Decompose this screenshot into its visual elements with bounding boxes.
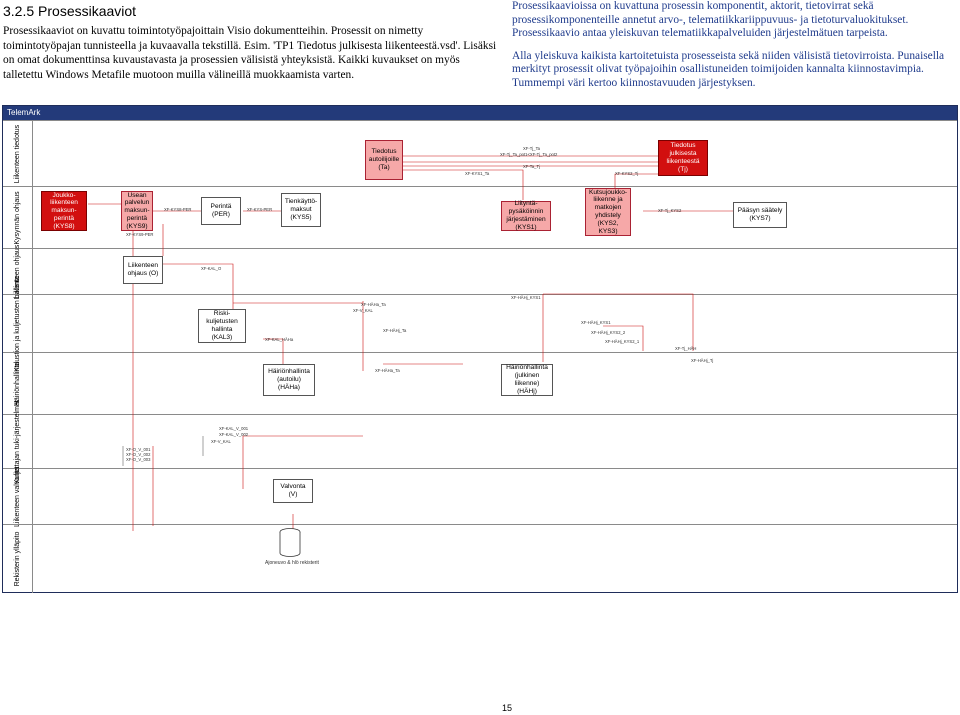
flow-label: XF-O_V_003 xyxy=(126,457,151,462)
flow-label: XF-Tj_KYS2 xyxy=(658,208,682,213)
box-usean-palvelun-maksunperinta[interactable]: Usean palvelun maksun-perintä (KYS9) xyxy=(121,191,153,231)
box-perinta[interactable]: Perintä (PER) xyxy=(201,197,241,225)
lane-label: Häiriönhallinta xyxy=(3,353,33,414)
section-heading: 3.2.5 Prosessikaaviot xyxy=(3,3,137,19)
lane-label: Kalustion ja kuljetusten hallinta xyxy=(3,276,33,371)
flow-label: XF-HÄHa_Ta xyxy=(375,368,400,373)
box-hairionhallinta-autoilu[interactable]: Häiriönhallinta (autoilu) (HÄHa) xyxy=(263,364,315,396)
flow-label: XF-O_V_001 xyxy=(126,447,151,452)
intro-text: Prosessikaaviot on kuvattu toimintotyöpa… xyxy=(3,25,497,81)
flow-label: XF-HÄHj_Ta xyxy=(383,328,407,333)
intro-paragraph: Prosessikaaviot on kuvattu toimintotyöpa… xyxy=(3,24,500,82)
flow-label: XF-Tj_Ta xyxy=(523,146,540,151)
right-paragraph-1: Prosessikaavioissa on kuvattuna prosessi… xyxy=(512,0,909,39)
flow-label: XF-KYS8-PER xyxy=(164,207,192,212)
box-tiedotus-julkisesta[interactable]: Tiedotus julkisesta liikenteestä (Tj) xyxy=(658,140,708,176)
lane-label: Rekisterin ylläpito xyxy=(3,525,33,593)
lane-hairio: Häiriönhallinta xyxy=(3,352,957,414)
box-tienkayttomaksut[interactable]: Tienkäyttö-maksut (KYS5) xyxy=(281,193,321,227)
flow-label: XF-KAL_O xyxy=(201,266,222,271)
lane-kuljettaja: Kuljettajan tuki-järjestelmät xyxy=(3,400,957,483)
flow-label: XF-KYS1_Ta xyxy=(465,171,490,176)
lane-label: Kuljettajan tuki-järjestelmät xyxy=(3,400,33,483)
rekisteri-label: Ajoneuvo & hlö rekisterit xyxy=(265,560,319,566)
flow-label: XF-Ta_Tj xyxy=(523,164,540,169)
box-kutsujoukkoliikenne[interactable]: Kutsujoukko-liikenne ja matkojen yhdiste… xyxy=(585,188,631,236)
lane-label: Liikenteen ohjaus xyxy=(3,244,33,299)
lane-valvonta: Liikenteen valvonta xyxy=(3,467,957,526)
diagram-title: TelemArk xyxy=(3,106,957,120)
flow-label: XF-HÄHj_KYS2_1 xyxy=(605,339,640,344)
flow-label: XF-KAL_V_001 xyxy=(219,426,249,431)
right-paragraph-2: Alla yleiskuva kaikista kartoitetuista p… xyxy=(512,49,945,89)
right-column: Prosessikaavioissa on kuvattuna prosessi… xyxy=(512,0,959,99)
box-liikenteen-ohjaus[interactable]: Liikenteen ohjaus (O) xyxy=(123,256,163,284)
lane-kysynta: Kysynnän ohjaus xyxy=(3,186,957,248)
flow-label: XF-KYS2_Tj xyxy=(615,171,639,176)
flow-label: XF-Tj_Ta_pot1<XF-Tj_Ta_pot2 xyxy=(500,152,558,157)
lane-rekisteri: Rekisterin ylläpito xyxy=(3,524,957,593)
lane-tiedotus: Liikenteen tiedotus xyxy=(3,120,957,186)
box-riskikuljetusten-hallinta[interactable]: Riski-kuljetusten hallinta (KAL3) xyxy=(198,309,246,343)
lane-label: Kysynnän ohjaus xyxy=(3,187,33,248)
box-tiedotus-autoilijoille[interactable]: Tiedotus autoilijoille (Ta) xyxy=(365,140,403,180)
lane-ohjaus: Liikenteen ohjaus xyxy=(3,244,957,299)
lane-label: Liikenteen valvonta xyxy=(3,467,33,526)
box-liityntapysakointi[interactable]: Liityntä-pysäköinnin järjestäminen (KYS1… xyxy=(501,200,551,231)
database-icon xyxy=(279,528,301,557)
lane-kalusto: Kalustion ja kuljetusten hallinta xyxy=(3,276,957,371)
flow-label: XF-HÄHj_KYS2_2 xyxy=(591,330,626,335)
lane-label: Liikenteen tiedotus xyxy=(3,121,33,186)
box-joukkoliikenteen-maksunperinta[interactable]: Joukko-liikenteen maksun-perintä (KYS8) xyxy=(41,191,87,231)
flow-label: XF-KYS9-PER xyxy=(126,232,154,237)
box-valvonta[interactable]: Valvonta (V) xyxy=(273,479,313,503)
flow-label: XF-HÄHj_Tj xyxy=(691,358,714,363)
flow-label: XF-KAL_V_002 xyxy=(219,432,249,437)
flow-label: XF-V_KAL xyxy=(353,308,373,313)
flow-label: XF-O_V_002 xyxy=(126,452,151,457)
flow-label: XF-HÄHa_Ta xyxy=(361,302,386,307)
flow-label: XF-HÄHj_KYS1 xyxy=(511,295,541,300)
process-diagram: TelemArk Liikenteen tiedotus Kysynnän oh… xyxy=(2,105,958,593)
flow-lines xyxy=(88,155,733,531)
flow-label: XF-HÄHj_KYS1 xyxy=(581,320,611,325)
flow-label: XF-KAL_HÄHa xyxy=(265,337,294,342)
box-paasyn-saately[interactable]: Pääsyn säätely (KYS7) xyxy=(733,202,787,228)
flow-label: XF-V_KAL xyxy=(211,439,231,444)
box-hairionhallinta-julkinen[interactable]: Häiriönhallinta (julkinen liikenne) (HÄH… xyxy=(501,364,553,396)
page-number: 15 xyxy=(502,703,513,713)
flow-label: XF-KYS-PER xyxy=(247,207,273,212)
flow-label: XF-Tj_HÄH xyxy=(675,346,697,351)
